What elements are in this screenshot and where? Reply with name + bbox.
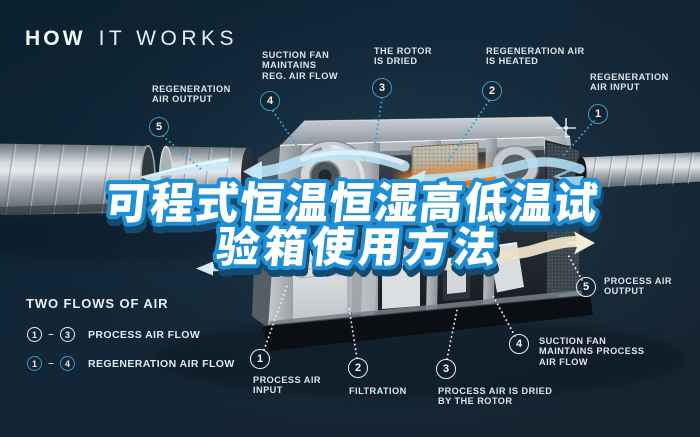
overlay-glyph <box>453 226 497 266</box>
badge-suction-fan-process: 4 <box>509 334 529 354</box>
overlay-glyph <box>374 182 420 222</box>
page-title: HOW IT WORKS <box>25 27 238 51</box>
overlay-glyph <box>310 226 356 267</box>
legend-label-process: PROCESS AIR FLOW <box>88 328 201 341</box>
overlay-glyph <box>420 181 463 223</box>
label-filtration: FILTRATION <box>349 386 407 396</box>
legend-circle-1: 1 <box>27 327 42 342</box>
label-rotor-dried: THE ROTOR IS DRIED <box>374 46 432 67</box>
regeneration-air-ribbons <box>243 148 585 191</box>
plinth-front <box>262 295 593 351</box>
badge-process-input: 1 <box>250 349 270 369</box>
leader-lines-regeneration <box>162 97 595 171</box>
legend-circle-3: 3 <box>60 327 75 342</box>
legend-circle-4: 4 <box>60 356 75 371</box>
overlay-glyph <box>149 182 195 223</box>
overlay-glyph <box>405 225 449 266</box>
legend-circle-1b: 1 <box>27 356 42 371</box>
badge-regeneration-heated: 2 <box>482 81 502 101</box>
overlay-glyph <box>195 181 240 222</box>
overlay-glyph <box>554 182 599 223</box>
overlay-glyph <box>357 228 399 266</box>
legend-row-regeneration: 1 – 4 REGENERATION AIR FLOW <box>27 356 235 371</box>
overlay-glyph <box>239 181 285 222</box>
label-suction-fan-reg: SUCTION FAN MAINTAINS REG. AIR FLOW <box>262 50 338 81</box>
overlay-text-line <box>215 225 497 266</box>
sparkle-glint <box>556 118 576 138</box>
title-it-works: IT WORKS <box>98 27 239 50</box>
legend-dash: – <box>48 329 54 340</box>
legend-label-regeneration: REGENERATION AIR FLOW <box>88 357 235 370</box>
label-regeneration-input: REGENERATION AIR INPUT <box>590 72 669 93</box>
overlay-glyph <box>106 184 150 222</box>
label-process-dried: PROCESS AIR IS DRIED BY THE ROTOR <box>438 386 553 407</box>
badge-process-output: 5 <box>576 277 596 297</box>
label-suction-fan-process: SUCTION FAN MAINTAINS PROCESS AIR FLOW <box>539 336 645 367</box>
badge-rotor-dried: 3 <box>372 78 392 98</box>
legend-heading: TWO FLOWS OF AIR <box>26 296 169 311</box>
legend-row-process: 1 – 3 PROCESS AIR FLOW <box>27 327 200 342</box>
badge-regeneration-output: 5 <box>149 117 169 137</box>
overlay-glyph <box>328 181 374 222</box>
badge-regeneration-input: 1 <box>588 104 608 124</box>
legend-dash-2: – <box>48 358 54 369</box>
leader-lines-process <box>263 252 583 360</box>
overlay-glyph <box>284 182 330 222</box>
overlay-glyph <box>508 182 554 222</box>
label-regeneration-heated: REGENERATION AIR IS HEATED <box>486 46 585 67</box>
title-how: HOW <box>25 27 86 50</box>
overlay-glyph <box>463 181 509 223</box>
badge-suction-fan-reg: 4 <box>260 91 280 111</box>
label-process-output: PROCESS AIR OUTPUT <box>604 276 672 297</box>
overlay-glyph <box>215 225 261 266</box>
badge-filtration: 2 <box>348 358 368 378</box>
badge-process-dried: 3 <box>436 359 456 379</box>
overlay-glyph <box>263 225 308 266</box>
label-process-input: PROCESS AIR INPUT <box>253 375 321 396</box>
label-regeneration-output: REGENERATION AIR OUTPUT <box>152 84 231 105</box>
overlay-text-line <box>106 181 599 223</box>
